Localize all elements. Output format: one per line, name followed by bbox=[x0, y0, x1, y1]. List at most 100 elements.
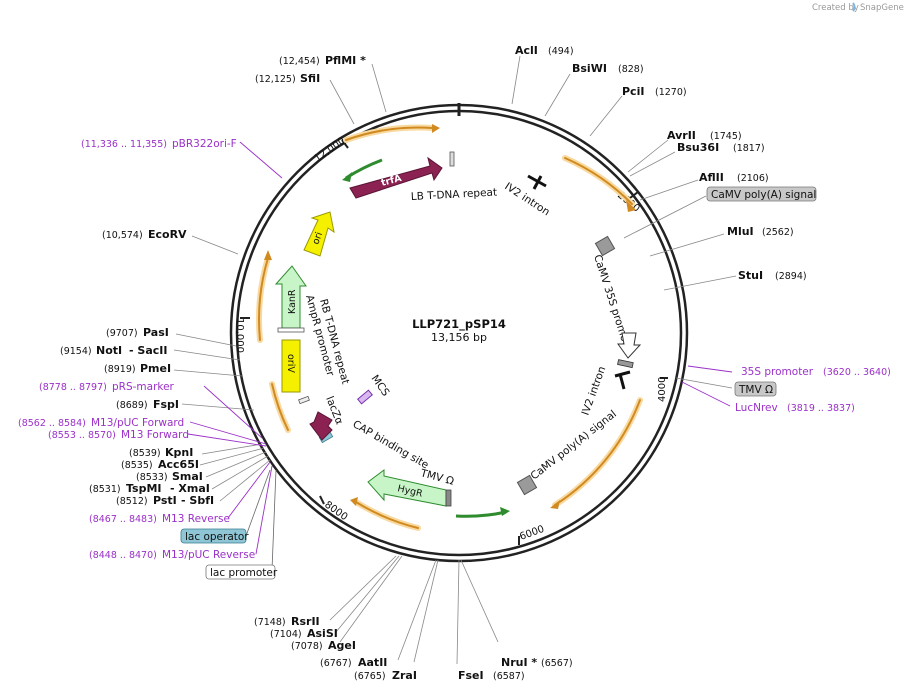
tick-10000: 10,000 bbox=[234, 318, 245, 353]
credit-prefix: Created by bbox=[812, 3, 859, 13]
primer-m13r-pos: (8467 .. 8483) bbox=[89, 514, 157, 525]
site-sfii: SfiI bbox=[300, 72, 320, 85]
primer-lucnrev: LucNrev bbox=[735, 402, 778, 414]
primer-m13r: M13 Reverse bbox=[162, 513, 230, 525]
snapgene-logo-icon bbox=[852, 2, 856, 12]
camv-polya-pill-text: CaMV poly(A) signal bbox=[711, 189, 816, 201]
mcs-mark bbox=[357, 389, 373, 405]
oriv-label: oriV bbox=[285, 354, 296, 373]
green-thin-features bbox=[342, 158, 510, 518]
camv-35s-box bbox=[594, 235, 616, 257]
site-zrai: ZraI bbox=[392, 669, 417, 682]
primer-prs-pos: (8778 .. 8797) bbox=[39, 382, 107, 393]
ori-arrow bbox=[303, 211, 335, 257]
site-bsu36i-pos: (1817) bbox=[733, 143, 765, 154]
camv-polya-box bbox=[516, 474, 538, 496]
tick-12000: 12,000 bbox=[312, 135, 347, 164]
site-aflii-pos: (2106) bbox=[737, 173, 769, 184]
kanr-arrow bbox=[274, 265, 307, 329]
site-pmei: PmeI bbox=[140, 362, 171, 375]
site-asisi: AsiSI bbox=[307, 627, 338, 640]
site-sbfi: - SbfI bbox=[181, 494, 214, 507]
lacza-arrow bbox=[309, 411, 333, 441]
site-mlui: MluI bbox=[727, 225, 754, 238]
site-ecorv-pos: (10,574) bbox=[102, 230, 143, 241]
site-bsu36i: Bsu36I bbox=[677, 141, 719, 154]
site-tspmi-pos: (8531) bbox=[89, 484, 121, 495]
primer-35s: 35S promoter bbox=[741, 366, 814, 378]
kanr-label: KanR bbox=[287, 289, 298, 314]
site-asisi-pos: (7104) bbox=[270, 629, 302, 640]
site-smai: SmaI bbox=[172, 470, 203, 483]
site-stui: StuI bbox=[738, 269, 763, 282]
site-xmai: - XmaI bbox=[170, 482, 210, 495]
site-rsrii-pos: (7148) bbox=[254, 617, 286, 628]
plasmid-name: LLP721_pSP14 bbox=[412, 317, 506, 332]
site-fsei: FseI bbox=[458, 669, 484, 682]
primer-m13f: M13 Forward bbox=[121, 429, 189, 441]
trfa-label: trfA bbox=[380, 173, 403, 189]
oriv-block bbox=[281, 339, 301, 393]
site-avrii-pos: (1745) bbox=[710, 131, 742, 142]
tmv-mark bbox=[617, 359, 634, 369]
lac-promoter-pill bbox=[205, 564, 276, 580]
site-leaders-left bbox=[173, 63, 387, 502]
primer-pbr-pos: (11,336 .. 11,355) bbox=[81, 139, 167, 150]
site-tspmi: TspMI bbox=[126, 482, 162, 495]
site-bsiwi-pos: (828) bbox=[618, 64, 644, 75]
site-fspi: FspI bbox=[153, 398, 179, 411]
site-sfii-pos: (12,125) bbox=[255, 74, 296, 85]
camv-polya-pill bbox=[706, 186, 817, 202]
site-nrui: NruI * bbox=[501, 656, 537, 669]
primer-prs: pRS-marker bbox=[112, 381, 175, 393]
site-sacii: - SacII bbox=[129, 344, 167, 357]
lac-operator-pill-text: lac operator bbox=[185, 531, 249, 543]
iv2-top-mark bbox=[527, 174, 547, 190]
kanr-promoter-mark bbox=[277, 327, 305, 333]
site-ecorv: EcoRV bbox=[148, 228, 187, 241]
site-noti-pos: (9154) bbox=[60, 346, 92, 357]
lac-operator-pill bbox=[180, 528, 247, 544]
site-aatii-pos: (6767) bbox=[320, 658, 352, 669]
ori-label: ori bbox=[310, 231, 325, 246]
lb-repeat-mark bbox=[449, 151, 455, 167]
site-nrui-pos: (6567) bbox=[541, 658, 573, 669]
site-pasi: PasI bbox=[143, 326, 169, 339]
site-rsrii: RsrII bbox=[291, 615, 320, 628]
site-smai-pos: (8533) bbox=[136, 472, 168, 483]
site-kpni-pos: (8539) bbox=[129, 448, 161, 459]
rb-repeat-mark bbox=[298, 395, 310, 405]
lb-label: LB T-DNA repeat bbox=[411, 186, 498, 203]
site-kpni: KpnI bbox=[165, 446, 193, 459]
site-acc65i-pos: (8535) bbox=[121, 460, 153, 471]
site-pflmi: PflMI * bbox=[325, 54, 366, 67]
orange-arrowheads bbox=[264, 124, 636, 509]
site-acli-pos: (494) bbox=[548, 46, 574, 57]
site-pcii-pos: (1270) bbox=[655, 87, 687, 98]
35s-white-arrow bbox=[617, 332, 642, 359]
site-avrii: AvrII bbox=[667, 129, 696, 142]
orange-features bbox=[256, 124, 643, 531]
hygr-end-mark bbox=[445, 489, 452, 507]
site-pasi-pos: (9707) bbox=[106, 328, 138, 339]
pill-leaders bbox=[245, 469, 277, 571]
iv2-right-mark bbox=[614, 370, 631, 390]
site-stui-pos: (2894) bbox=[775, 271, 807, 282]
primer-lucnrev-pos: (3819 .. 3837) bbox=[787, 403, 855, 414]
tick-2000-mark bbox=[629, 191, 639, 199]
site-psti: PstI bbox=[153, 494, 177, 507]
plasmid-length: 13,156 bp bbox=[431, 331, 487, 344]
primer-35s-pos: (3620 .. 3640) bbox=[823, 367, 891, 378]
site-aatii: AatII bbox=[358, 656, 387, 669]
primer-m13puc: M13/pUC Forward bbox=[91, 417, 184, 429]
primer-m13pucr: M13/pUC Reverse bbox=[162, 549, 255, 561]
iv2-right-label: IV2 intron bbox=[580, 365, 609, 417]
site-pflmi-pos: (12,454) bbox=[279, 56, 320, 67]
camv-polya-label: CaMV poly(A) signal bbox=[528, 408, 618, 482]
site-mlui-pos: (2562) bbox=[762, 227, 794, 238]
tmv-pill-text: TMV Ω bbox=[738, 384, 773, 396]
site-pcii: PciI bbox=[622, 85, 644, 98]
site-fspi-pos: (8689) bbox=[116, 400, 148, 411]
cap-label: CAP binding site bbox=[351, 418, 431, 471]
